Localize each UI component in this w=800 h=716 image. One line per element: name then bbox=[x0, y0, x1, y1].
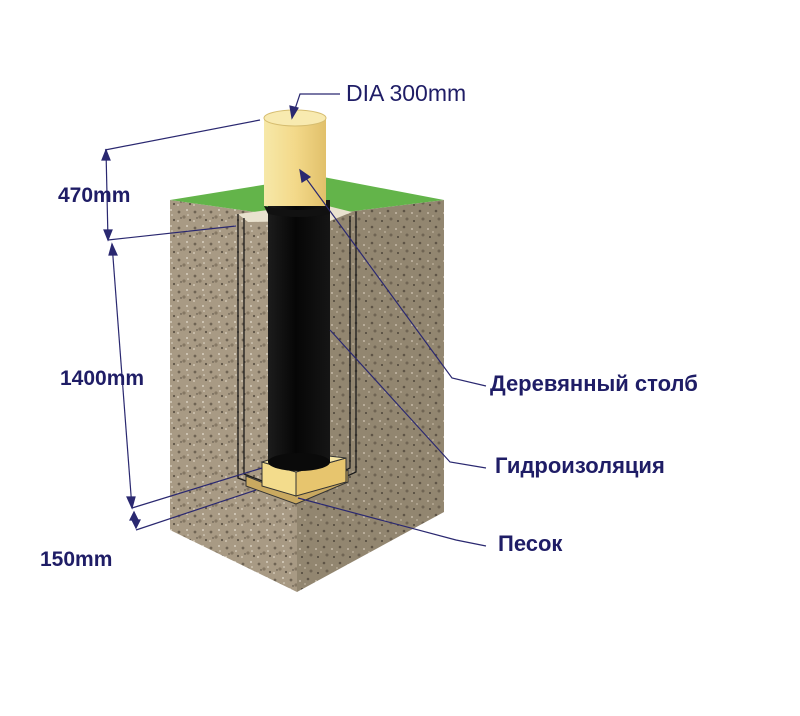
leader-diameter bbox=[289, 93, 340, 120]
dimension-1400mm bbox=[108, 242, 263, 510]
diameter-label: DIA 300mm bbox=[346, 80, 467, 106]
dimension-150mm bbox=[129, 489, 257, 531]
soil-front-face bbox=[170, 200, 297, 592]
leader-waterproofing bbox=[329, 329, 487, 469]
wooden-post-label: Деревянный столб bbox=[490, 371, 698, 396]
above-ground-height-label: 470mm bbox=[58, 184, 131, 207]
leader-wooden-post bbox=[299, 168, 487, 387]
leader-sand bbox=[297, 497, 487, 547]
waterproofed-post bbox=[268, 200, 330, 462]
soil-side-face bbox=[297, 200, 444, 592]
dimension-470mm bbox=[101, 119, 261, 242]
burial-depth-label: 1400mm bbox=[60, 367, 145, 390]
sand-label: Песок bbox=[498, 531, 563, 556]
waterproofing-label: Гидроизоляция bbox=[495, 453, 665, 478]
sand-height-label: 150mm bbox=[40, 548, 113, 571]
